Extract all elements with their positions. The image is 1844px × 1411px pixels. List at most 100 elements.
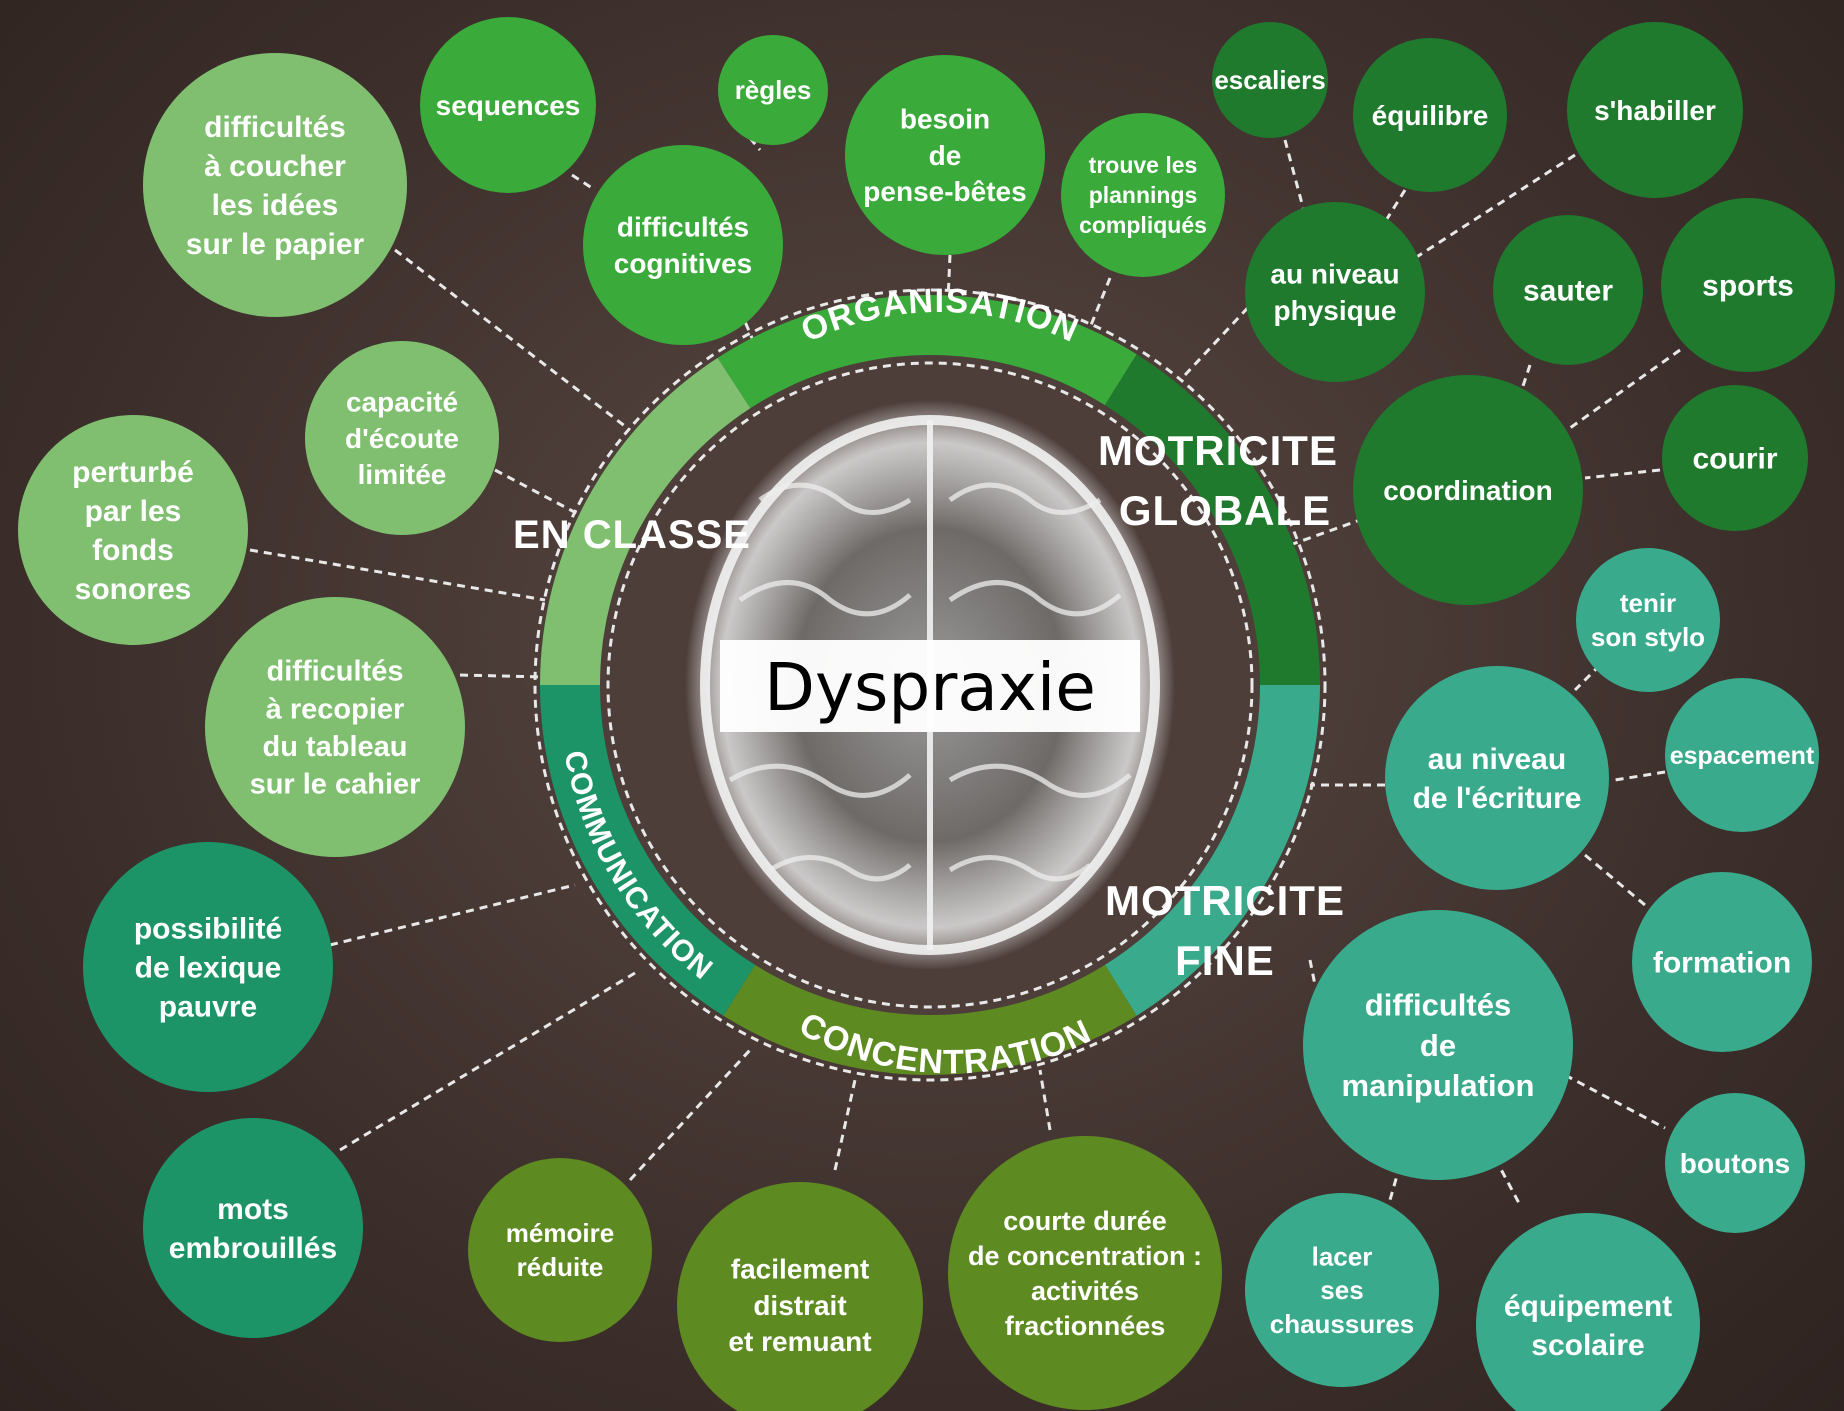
bubble-circle (718, 35, 828, 145)
bubble-text-line: lacer (1312, 1241, 1373, 1271)
bubble-text-line: de concentration : (968, 1241, 1202, 1271)
ring-segment-en-classe (540, 357, 751, 685)
bubble-text-line: capacité (346, 386, 458, 417)
bubble-circle (1061, 113, 1225, 277)
bubble-text-line: sequences (436, 90, 581, 121)
bubble-circle (1576, 548, 1720, 692)
bubble-circle (420, 17, 596, 193)
bubble-espacement: espacement (1665, 678, 1819, 832)
ring-segment-organisation (717, 295, 1137, 409)
bubble-text-line: par les (85, 495, 182, 528)
bubble-circle (1661, 198, 1835, 372)
segment-label-en-classe: EN CLASSE (513, 513, 751, 557)
bubble-circle (143, 1118, 363, 1338)
bubble-text-line: au niveau (1270, 259, 1399, 290)
bubble-circle (205, 597, 465, 857)
bubble-boutons: boutons (1665, 1093, 1805, 1233)
bubble-text-line: distrait (753, 1290, 846, 1321)
bubble-text-line: fractionnées (1005, 1311, 1166, 1341)
outer-dashed-ring (533, 288, 1327, 1082)
bubble-mots: mots embrouillés (143, 1118, 363, 1338)
bubble-text-line: formation (1653, 947, 1791, 980)
bubble-text-line: courir (1692, 443, 1777, 476)
bubble-escaliers: escaliers (1212, 22, 1328, 138)
bubble-text-line: sports (1702, 270, 1794, 303)
bubble-text-line: embrouillés (169, 1232, 337, 1265)
bubble-courir: courir (1662, 385, 1808, 531)
bubble-text-line: fonds (92, 534, 174, 567)
bubble-text-line: sonores (75, 573, 192, 606)
inner-dashed-ring (606, 361, 1254, 1009)
bubble-text-line: équipement (1504, 1290, 1672, 1323)
bubble-text-line: coordination (1383, 475, 1553, 506)
center-title-box: Dyspraxie (720, 640, 1140, 732)
bubble-circle (468, 1158, 652, 1342)
bubble-text-line: d'écoute (345, 423, 459, 454)
bubble-circle (1303, 910, 1573, 1180)
bubble-circle (305, 341, 499, 535)
bubble-circle (948, 1136, 1222, 1410)
bubble-text-line: sur le papier (186, 228, 365, 261)
bubble-regles: règles (718, 35, 828, 145)
bubble-text-line: de l'écriture (1413, 782, 1582, 815)
bubble-circle (1567, 22, 1743, 198)
bubble-sauter: sauter (1493, 215, 1643, 365)
bubble-text-line: sur le cahier (250, 769, 421, 801)
bubble-circle (1632, 872, 1812, 1052)
bubble-text-line: du tableau (262, 731, 407, 763)
bubble-circle (83, 842, 333, 1092)
bubble-text-line: pense-bêtes (863, 176, 1026, 207)
ring-segment-motricite-fine (1104, 685, 1320, 1016)
bubble-text-line: de (1420, 1028, 1456, 1063)
segment-label-motricite-fine-1: MOTRICITE (1105, 877, 1345, 924)
bubble-text-line: manipulation (1342, 1068, 1535, 1103)
bubble-habiller: s'habiller (1567, 22, 1743, 198)
bubble-text-line: son stylo (1591, 622, 1705, 652)
bubble-coordination: coordination (1353, 375, 1583, 605)
bubble-text-line: équilibre (1372, 100, 1489, 131)
bubble-text-line: mots (217, 1193, 289, 1226)
bubble-circle (1353, 38, 1507, 192)
bubble-text-line: de lexique (135, 952, 282, 985)
bubble-text-line: limitée (358, 459, 447, 490)
bubble-text-line: compliqués (1079, 212, 1207, 238)
bubble-text-line: les idées (212, 189, 339, 222)
bubble-text-line: pauvre (159, 991, 257, 1024)
bubble-niveau-physique: au niveau physique (1245, 202, 1425, 382)
center-title: Dyspraxie (764, 649, 1096, 726)
bubble-circle (583, 145, 783, 345)
bubble-circle (1665, 678, 1819, 832)
bubble-text-line: difficultés (267, 656, 404, 688)
segment-label-motricite-globale-2: GLOBALE (1119, 487, 1331, 534)
bubble-circle (1662, 385, 1808, 531)
bubble-text-line: espacement (1670, 742, 1815, 770)
bubble-text-line: boutons (1680, 1148, 1790, 1179)
bubble-text-line: cognitives (614, 248, 752, 279)
bubble-ecoute: capacité d'écoute limitée (305, 341, 499, 535)
bubble-text-line: activités (1031, 1276, 1139, 1306)
bubble-formation: formation (1632, 872, 1812, 1052)
bubble-sports: sports (1661, 198, 1835, 372)
bubble-sequences: sequences (420, 17, 596, 193)
bubble-text-line: à recopier (266, 693, 405, 725)
bubble-text-line: physique (1274, 295, 1397, 326)
bubble-circle (1245, 202, 1425, 382)
bubble-circle (18, 415, 248, 645)
bubble-text-line: à coucher (204, 150, 346, 183)
bubble-text-line: et remuant (728, 1326, 871, 1357)
bubble-text-line: ses (1320, 1275, 1363, 1305)
bubble-circle (1385, 666, 1609, 890)
